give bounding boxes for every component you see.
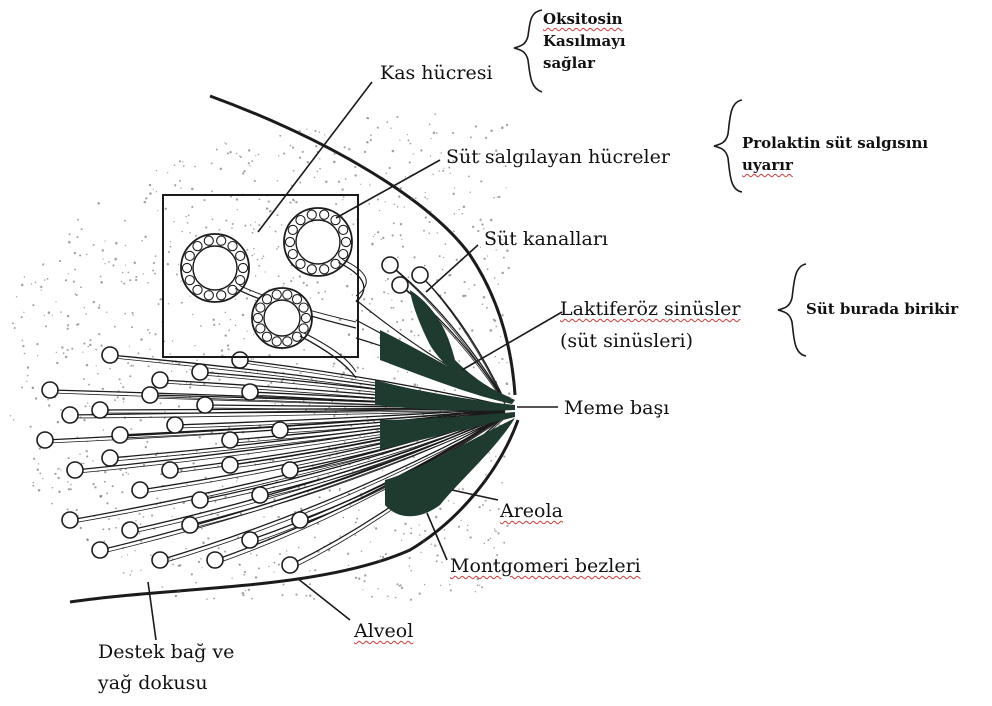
note-oksitosin-line1: Oksitosin [543,8,626,30]
lactiferous-sinuses [375,290,515,516]
note-prolaktin: Prolaktin süt salgısını uyarır [742,132,928,176]
note-prolaktin-line1: Prolaktin süt salgısını [742,132,928,154]
label-sut-sinusleri: (süt sinüsleri) [560,330,693,352]
label-sut-salgilayan-hucreler: Süt salgılayan hücreler [446,146,670,168]
label-destek-bag: Destek bağ ve [98,641,234,663]
label-meme-basi: Meme başı [564,397,669,419]
label-alveol-text: Alveol [354,620,413,642]
note-oksitosin: Oksitosin Kasılmayı sağlar [543,8,626,74]
note-prolaktin-line2: uyarır [742,154,928,176]
label-laktiferoz-sinusler: Laktiferöz sinüsler [560,298,740,320]
alveoli-group [37,257,428,573]
brace-oksitosin [514,10,542,92]
label-areola-text: Areola [500,500,563,522]
label-montgomeri-text: Montgomeri bezleri [450,555,641,577]
label-montgomeri-bezleri: Montgomeri bezleri [450,555,641,577]
label-sut-kanallari: Süt kanalları [484,228,608,250]
label-yag-dokusu: yağ dokusu [98,672,208,694]
note-sut-burada-birikir: Süt burada birikir [806,298,958,320]
brace-birikir [778,264,806,356]
inset-enlarged-alveoli [181,208,366,378]
label-areola: Areola [500,500,563,522]
label-alveol: Alveol [354,620,413,642]
note-oksitosin-line3: sağlar [543,52,626,74]
brace-prolaktin [714,100,742,192]
note-oksitosin-line2: Kasılmayı [543,30,626,52]
label-kas-hucresi: Kas hücresi [380,62,493,84]
label-laktiferoz-line1: Laktiferöz sinüsler [560,298,740,320]
